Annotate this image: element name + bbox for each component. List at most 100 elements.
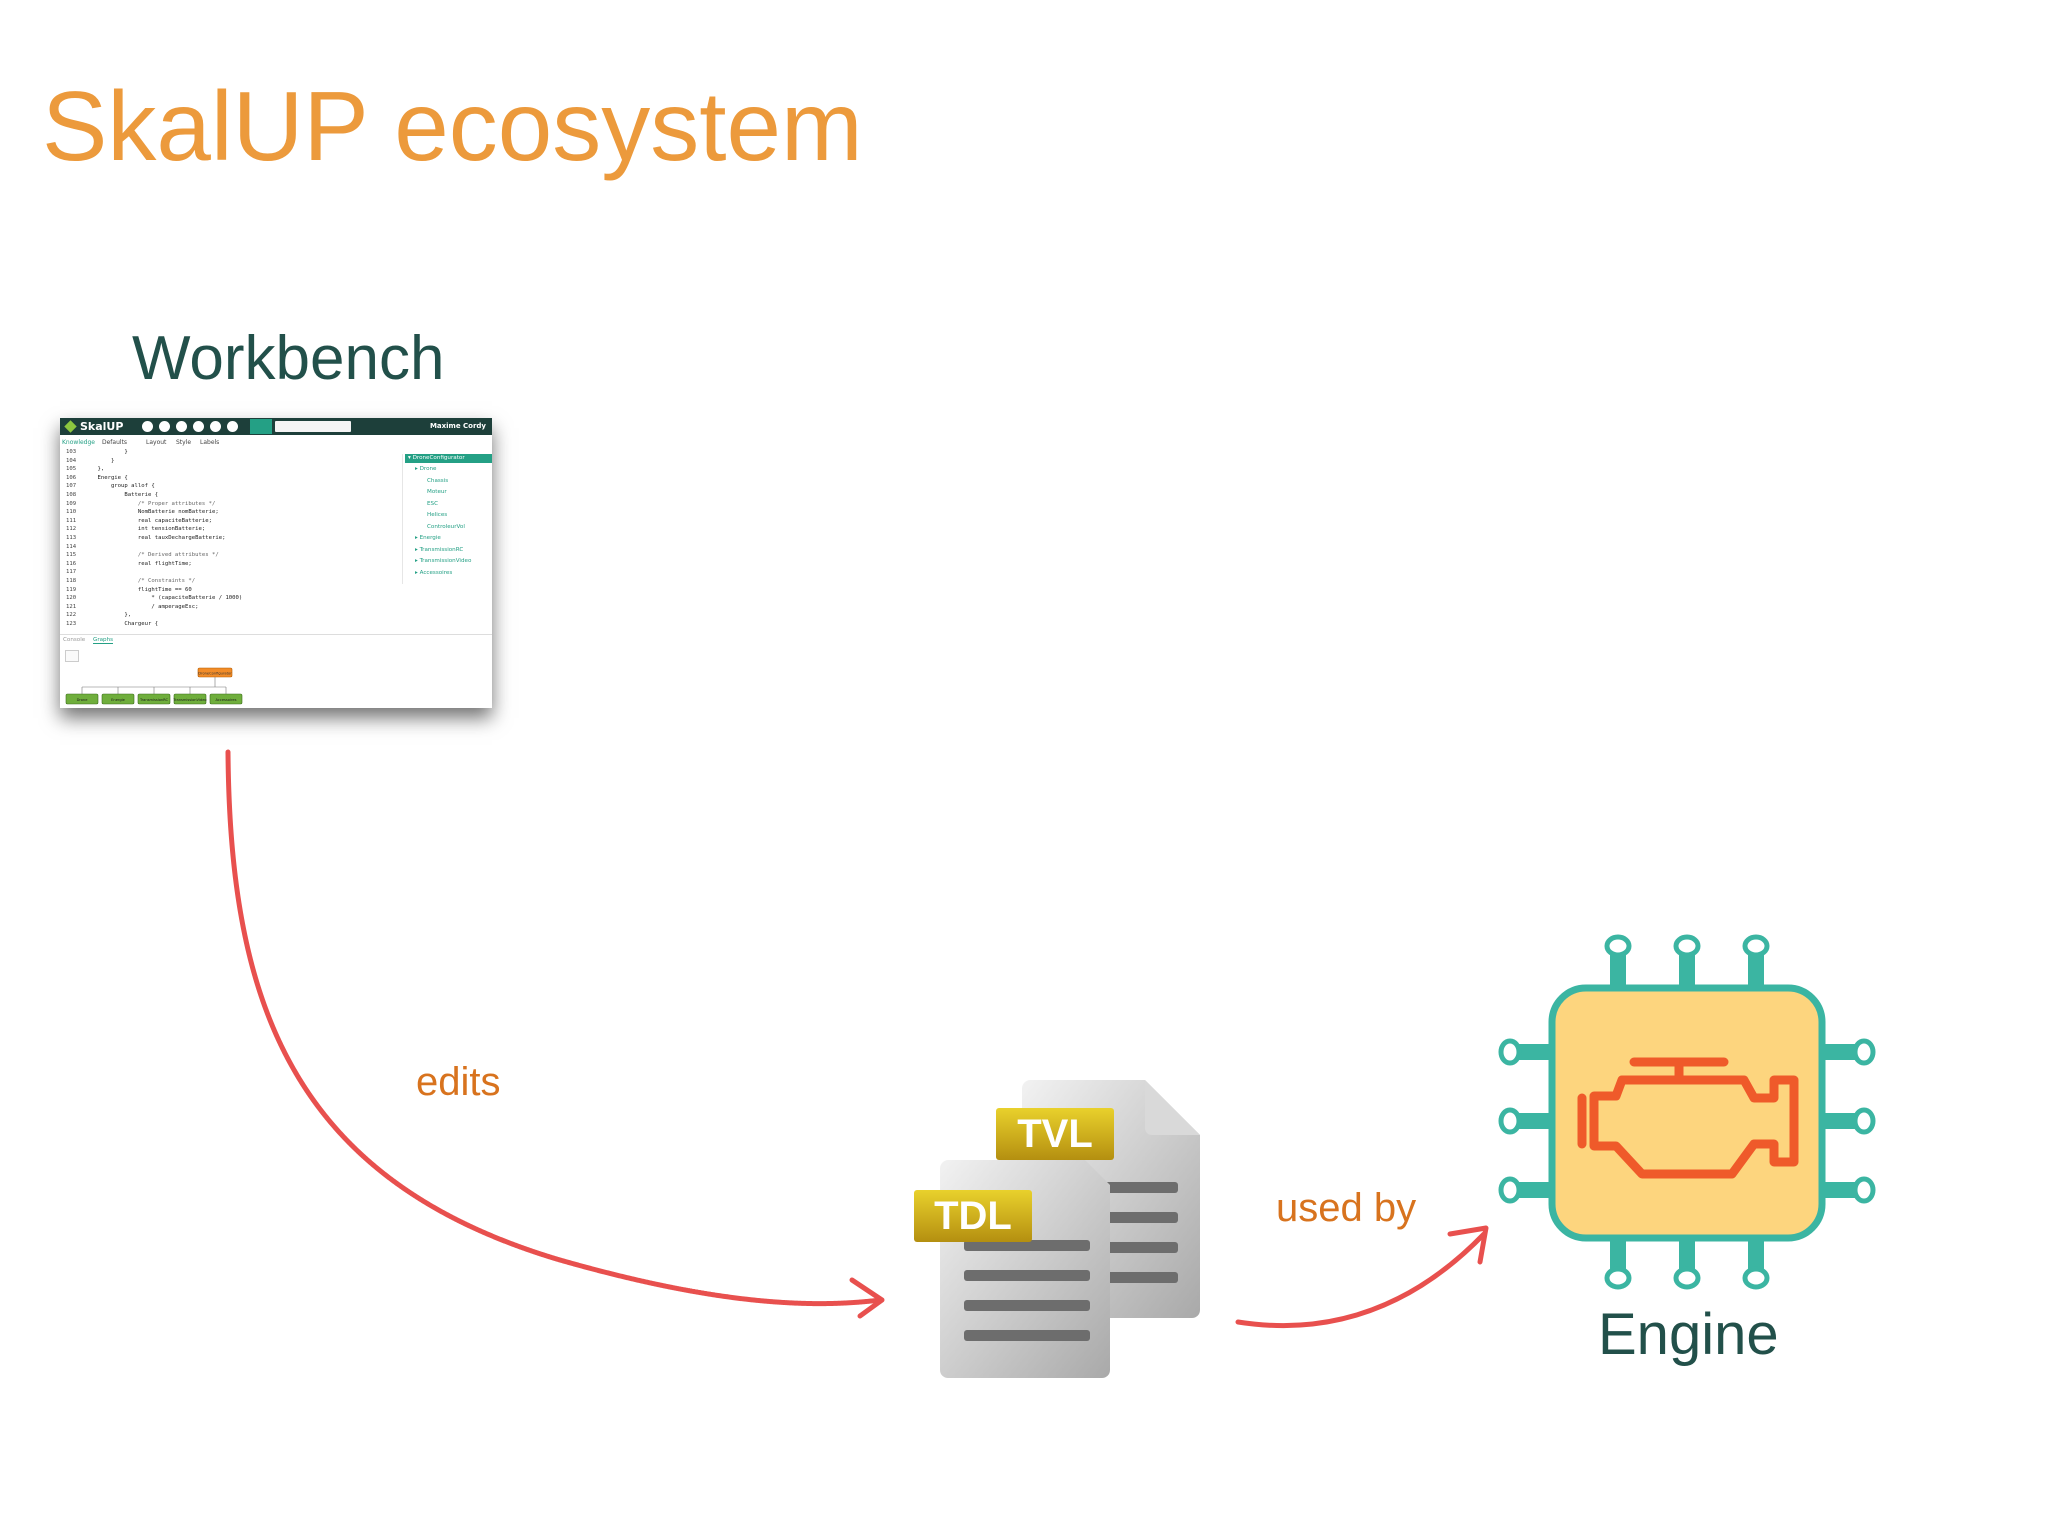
edit-icon (250, 419, 272, 434)
code-line: real flightTime; (84, 560, 192, 567)
code-line: Chargeur { (84, 620, 159, 627)
line-number: 118 (66, 577, 77, 584)
line-number: 111 (66, 517, 77, 524)
tvl-tag-label: TVL (1017, 1112, 1093, 1156)
tab-layout: Layout (146, 439, 167, 446)
graph-child-label: TransmissionVideo (172, 698, 206, 702)
tab-graphs: Graphs (93, 637, 114, 644)
code-line: }, (84, 612, 132, 619)
line-number: 110 (66, 509, 77, 516)
used-by-label: used by (1276, 1186, 1417, 1230)
code-lines: } } }, Energie { group allof { Batterie … (84, 448, 384, 628)
line-number: 106 (66, 474, 77, 481)
used-by-arrow-head (1447, 1225, 1489, 1265)
refresh-icon (193, 421, 204, 432)
line-number: 109 (66, 500, 77, 507)
graph-child-node (137, 693, 171, 705)
tree-item: ControleurVol (427, 523, 465, 530)
code-line: /* Proper attributes */ (84, 500, 216, 507)
code-line: Energie { (84, 474, 128, 481)
line-number: 117 (66, 569, 77, 576)
tree-item: ▸ Energie (415, 535, 441, 541)
workbench-app-name: SkalUP (80, 420, 124, 433)
code-line: int tensionBatterie; (84, 526, 206, 533)
code-line (84, 568, 384, 577)
tab-labels: Labels (200, 439, 220, 446)
graph-child-label: Drone (77, 698, 89, 702)
line-number: 122 (66, 612, 77, 619)
code-line: real capaciteBatterie; (84, 517, 212, 524)
code-line: } (84, 449, 128, 455)
graph-child-node (209, 693, 243, 705)
line-number: 108 (66, 491, 77, 498)
sync-icon (210, 421, 221, 432)
engine-icon (1577, 1057, 1799, 1179)
slide-title: SkalUP ecosystem (42, 71, 863, 181)
workbench-screenshot: SkalUP Maxime Cordy Knowledge Defaults L… (60, 418, 492, 708)
tvl-tag (996, 1108, 1114, 1160)
tree-item: ▸ Drone (415, 466, 437, 472)
graph-child-label: Energie (111, 698, 125, 702)
tdl-tag-label: TDL (934, 1194, 1012, 1238)
code-line: flightTime == 60 (84, 586, 192, 593)
code-line: real tauxDechargeBatterie; (84, 534, 226, 541)
graph-child-node (173, 693, 207, 705)
graph-child-node (65, 693, 99, 705)
workbench-user: Maxime Cordy (429, 422, 486, 430)
line-number: 112 (66, 526, 77, 533)
used-by-arrow (1235, 1231, 1487, 1329)
engine-label: Engine (1598, 1302, 1779, 1367)
tab-knowledge: Knowledge (62, 439, 95, 446)
workbench-search-input (275, 421, 351, 432)
engine-chip-icon (1498, 934, 1876, 1290)
line-number: 105 (66, 466, 77, 473)
tree-item: Chassis (427, 477, 449, 484)
line-number: 115 (66, 552, 77, 559)
tree-root: ▾ DroneConfigurator (405, 454, 492, 463)
save-icon (176, 421, 187, 432)
edits-label: edits (416, 1060, 501, 1104)
line-number: 107 (66, 483, 77, 490)
line-number: 121 (66, 603, 77, 610)
skalup-logo-icon (64, 420, 77, 433)
workbench-label: Workbench (132, 324, 445, 393)
workbench-tabs: Knowledge Defaults Layout Style Labels (60, 436, 492, 448)
code-line: }, (84, 466, 105, 473)
code-line (84, 543, 384, 552)
edits-arrow-head (849, 1277, 885, 1319)
line-number: 119 (66, 586, 77, 593)
code-line: /* Derived attributes */ (84, 552, 219, 559)
line-number: 116 (66, 560, 77, 567)
edits-arrow (225, 749, 883, 1307)
code-line: NomBatterie nomBatterie; (84, 509, 219, 516)
line-number: 104 (66, 457, 77, 464)
tree-item: ESC (427, 500, 438, 507)
graph-root-label: DroneConfigurator (198, 672, 232, 676)
tree-item: Moteur (427, 489, 447, 495)
tree-item: ▸ TransmissionRC (415, 546, 464, 553)
graph-child-label: TransmissionRC (139, 698, 169, 702)
code-line: / amperageEsc; (84, 603, 199, 610)
redo-icon (159, 421, 170, 432)
tab-console: Console (63, 637, 86, 643)
tdl-document: TDL (914, 1160, 1110, 1378)
code-line: /* Constraints */ (84, 577, 196, 584)
graph-child-label: Accessoires (216, 698, 237, 702)
line-number: 113 (66, 534, 77, 541)
home-icon (65, 650, 79, 662)
tab-defaults: Defaults (102, 439, 128, 446)
code-line: group allof { (84, 483, 155, 490)
workbench-toolbar: SkalUP Maxime Cordy (60, 418, 492, 435)
line-number: 103 (66, 449, 77, 455)
undo-icon (142, 421, 153, 432)
code-line: * (capaciteBatterie / 1000) (84, 595, 243, 602)
graph-child-node (101, 693, 135, 705)
code-line: } (84, 457, 115, 464)
code-line: Batterie { (84, 491, 159, 498)
documents-icon: TVL TDL (914, 1080, 1200, 1378)
play-icon (227, 421, 238, 432)
tree-item: Helices (427, 512, 448, 518)
